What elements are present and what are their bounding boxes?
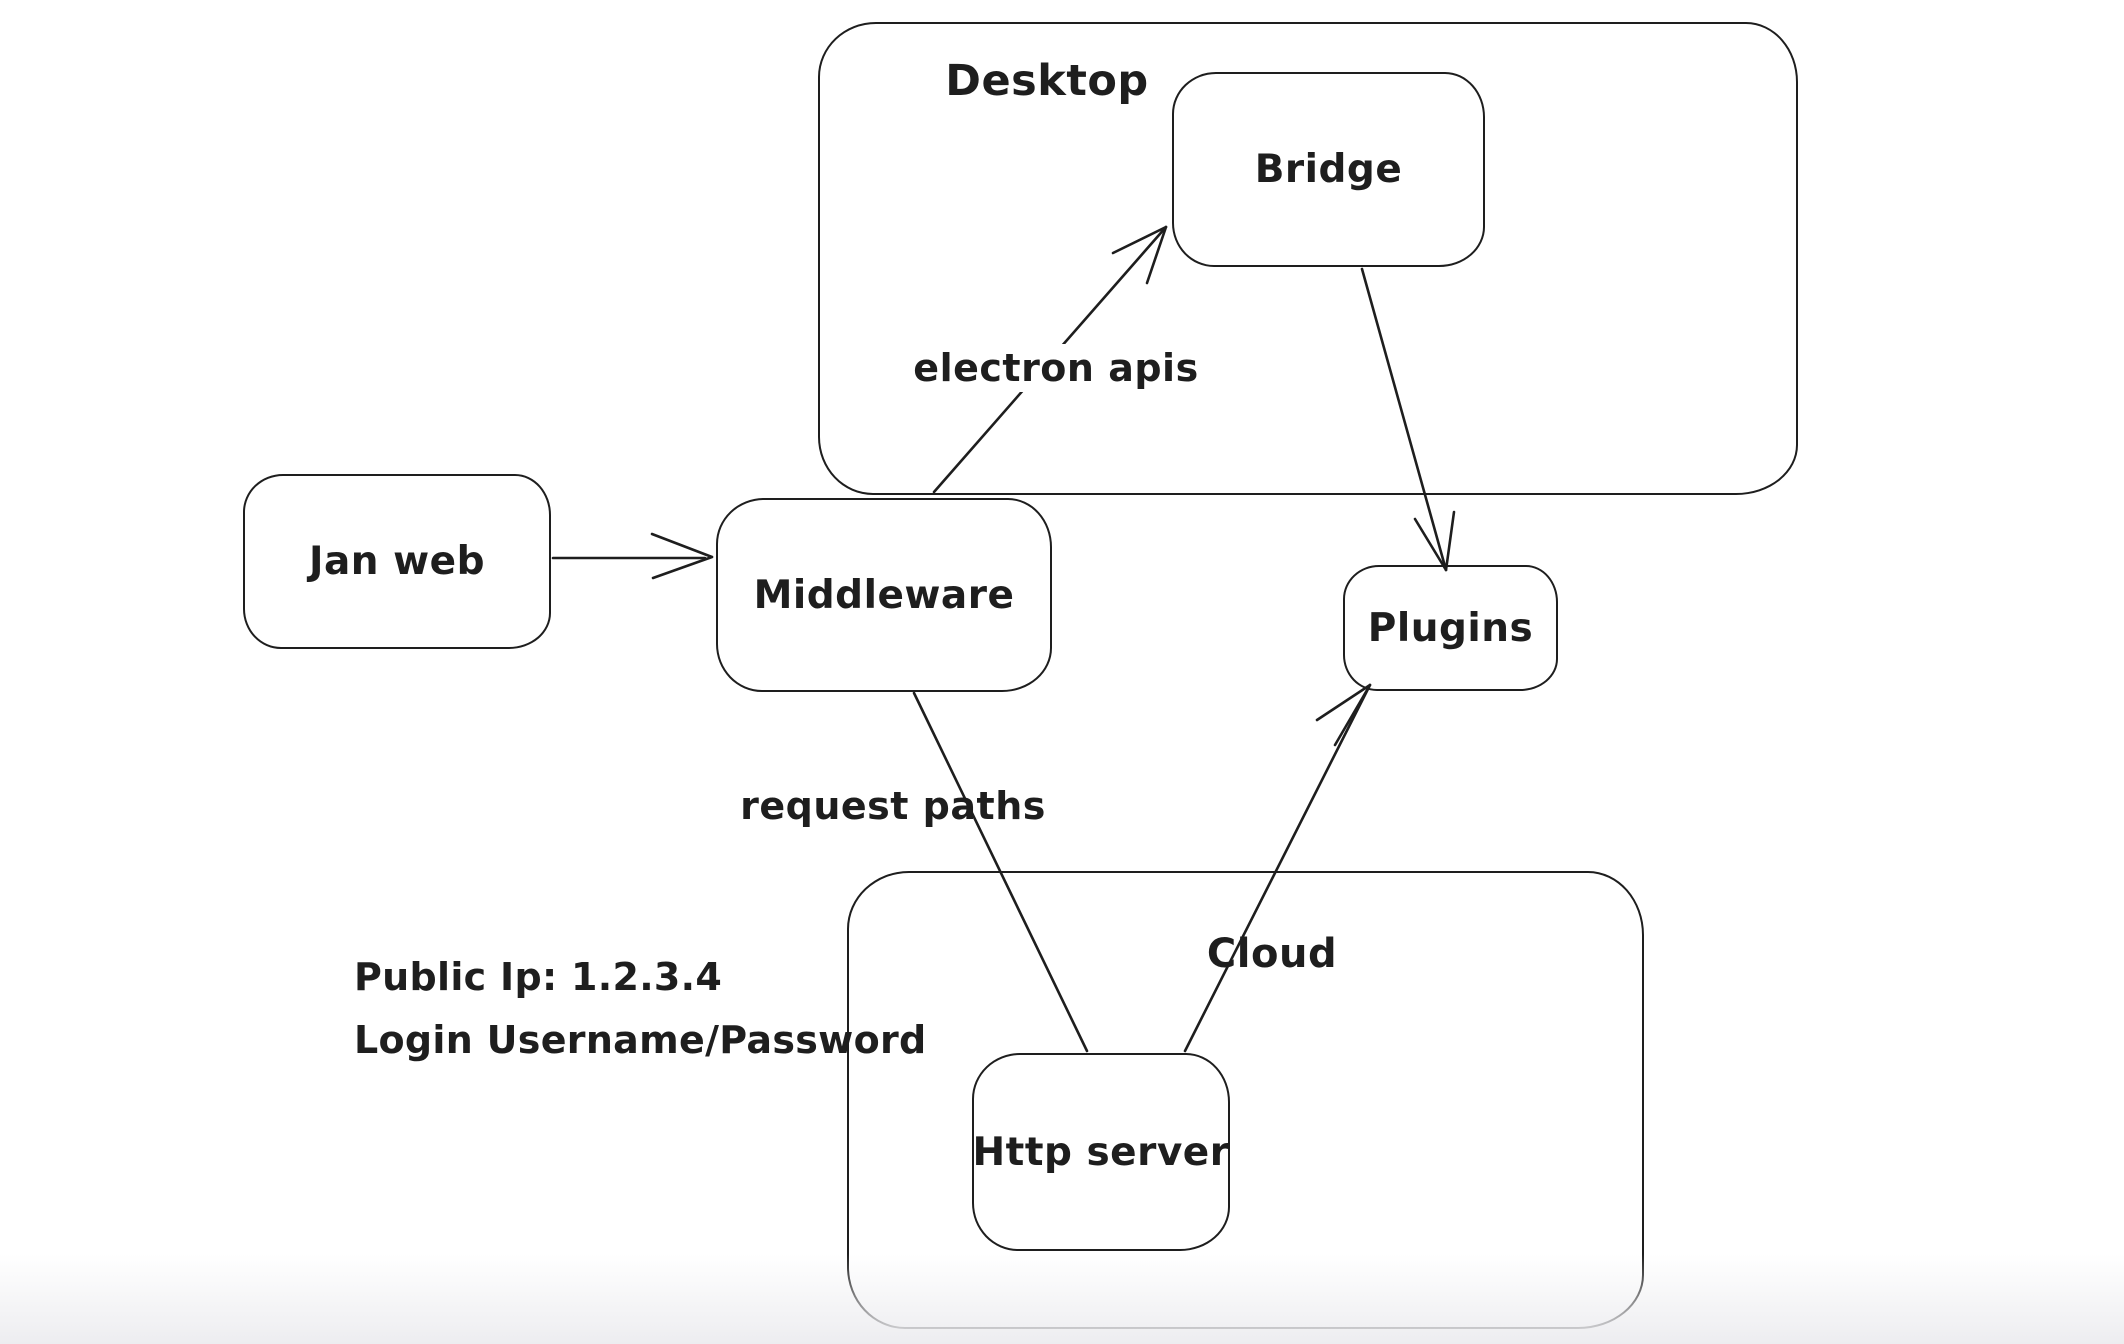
http-server-label: Http server xyxy=(972,1129,1230,1175)
http-server-node-box[interactable]: Http server xyxy=(972,1053,1230,1251)
edge-label-electron-apis: electron apis xyxy=(901,344,1211,392)
edge-bridge-to-plugins[interactable] xyxy=(1360,267,1456,572)
edge-middleware-to-bridge-arrowhead xyxy=(1111,225,1168,285)
edge-bridge-to-plugins-arrowhead xyxy=(1413,510,1456,572)
plugins-label: Plugins xyxy=(1367,605,1534,651)
cloud-container-box[interactable]: Cloud xyxy=(847,871,1644,1329)
desktop-container-box[interactable]: Desktop xyxy=(818,22,1798,495)
login-text: Login Username/Password xyxy=(354,1018,927,1062)
credentials-annotation[interactable]: Public Ip: 1.2.3.4 Login Username/Passwo… xyxy=(354,946,927,1072)
plugins-node-box[interactable]: Plugins xyxy=(1343,565,1558,691)
edge-bridge-to-plugins-shaft[interactable] xyxy=(1360,267,1448,572)
cloud-label: Cloud xyxy=(1206,931,1338,977)
middleware-label: Middleware xyxy=(753,572,1015,618)
edge-label-request-paths: request paths xyxy=(740,784,1046,828)
edge-httpserver-to-plugins-shaft[interactable] xyxy=(1183,683,1372,1053)
middleware-node-box[interactable]: Middleware xyxy=(716,498,1052,692)
jan-web-node-box[interactable]: Jan web xyxy=(243,474,551,649)
bridge-label: Bridge xyxy=(1254,147,1403,192)
edge-httpserver-to-plugins-arrowhead xyxy=(1315,683,1372,747)
bridge-node-box[interactable]: Bridge xyxy=(1172,72,1485,267)
public-ip-text: Public Ip: 1.2.3.4 xyxy=(354,955,723,999)
edge-janweb-to-middleware-arrowhead xyxy=(650,532,714,580)
edge-janweb-to-middleware[interactable] xyxy=(551,532,714,580)
edge-httpserver-to-plugins[interactable] xyxy=(1183,683,1372,1053)
jan-web-label: Jan web xyxy=(308,539,486,584)
desktop-label: Desktop xyxy=(945,56,1149,106)
